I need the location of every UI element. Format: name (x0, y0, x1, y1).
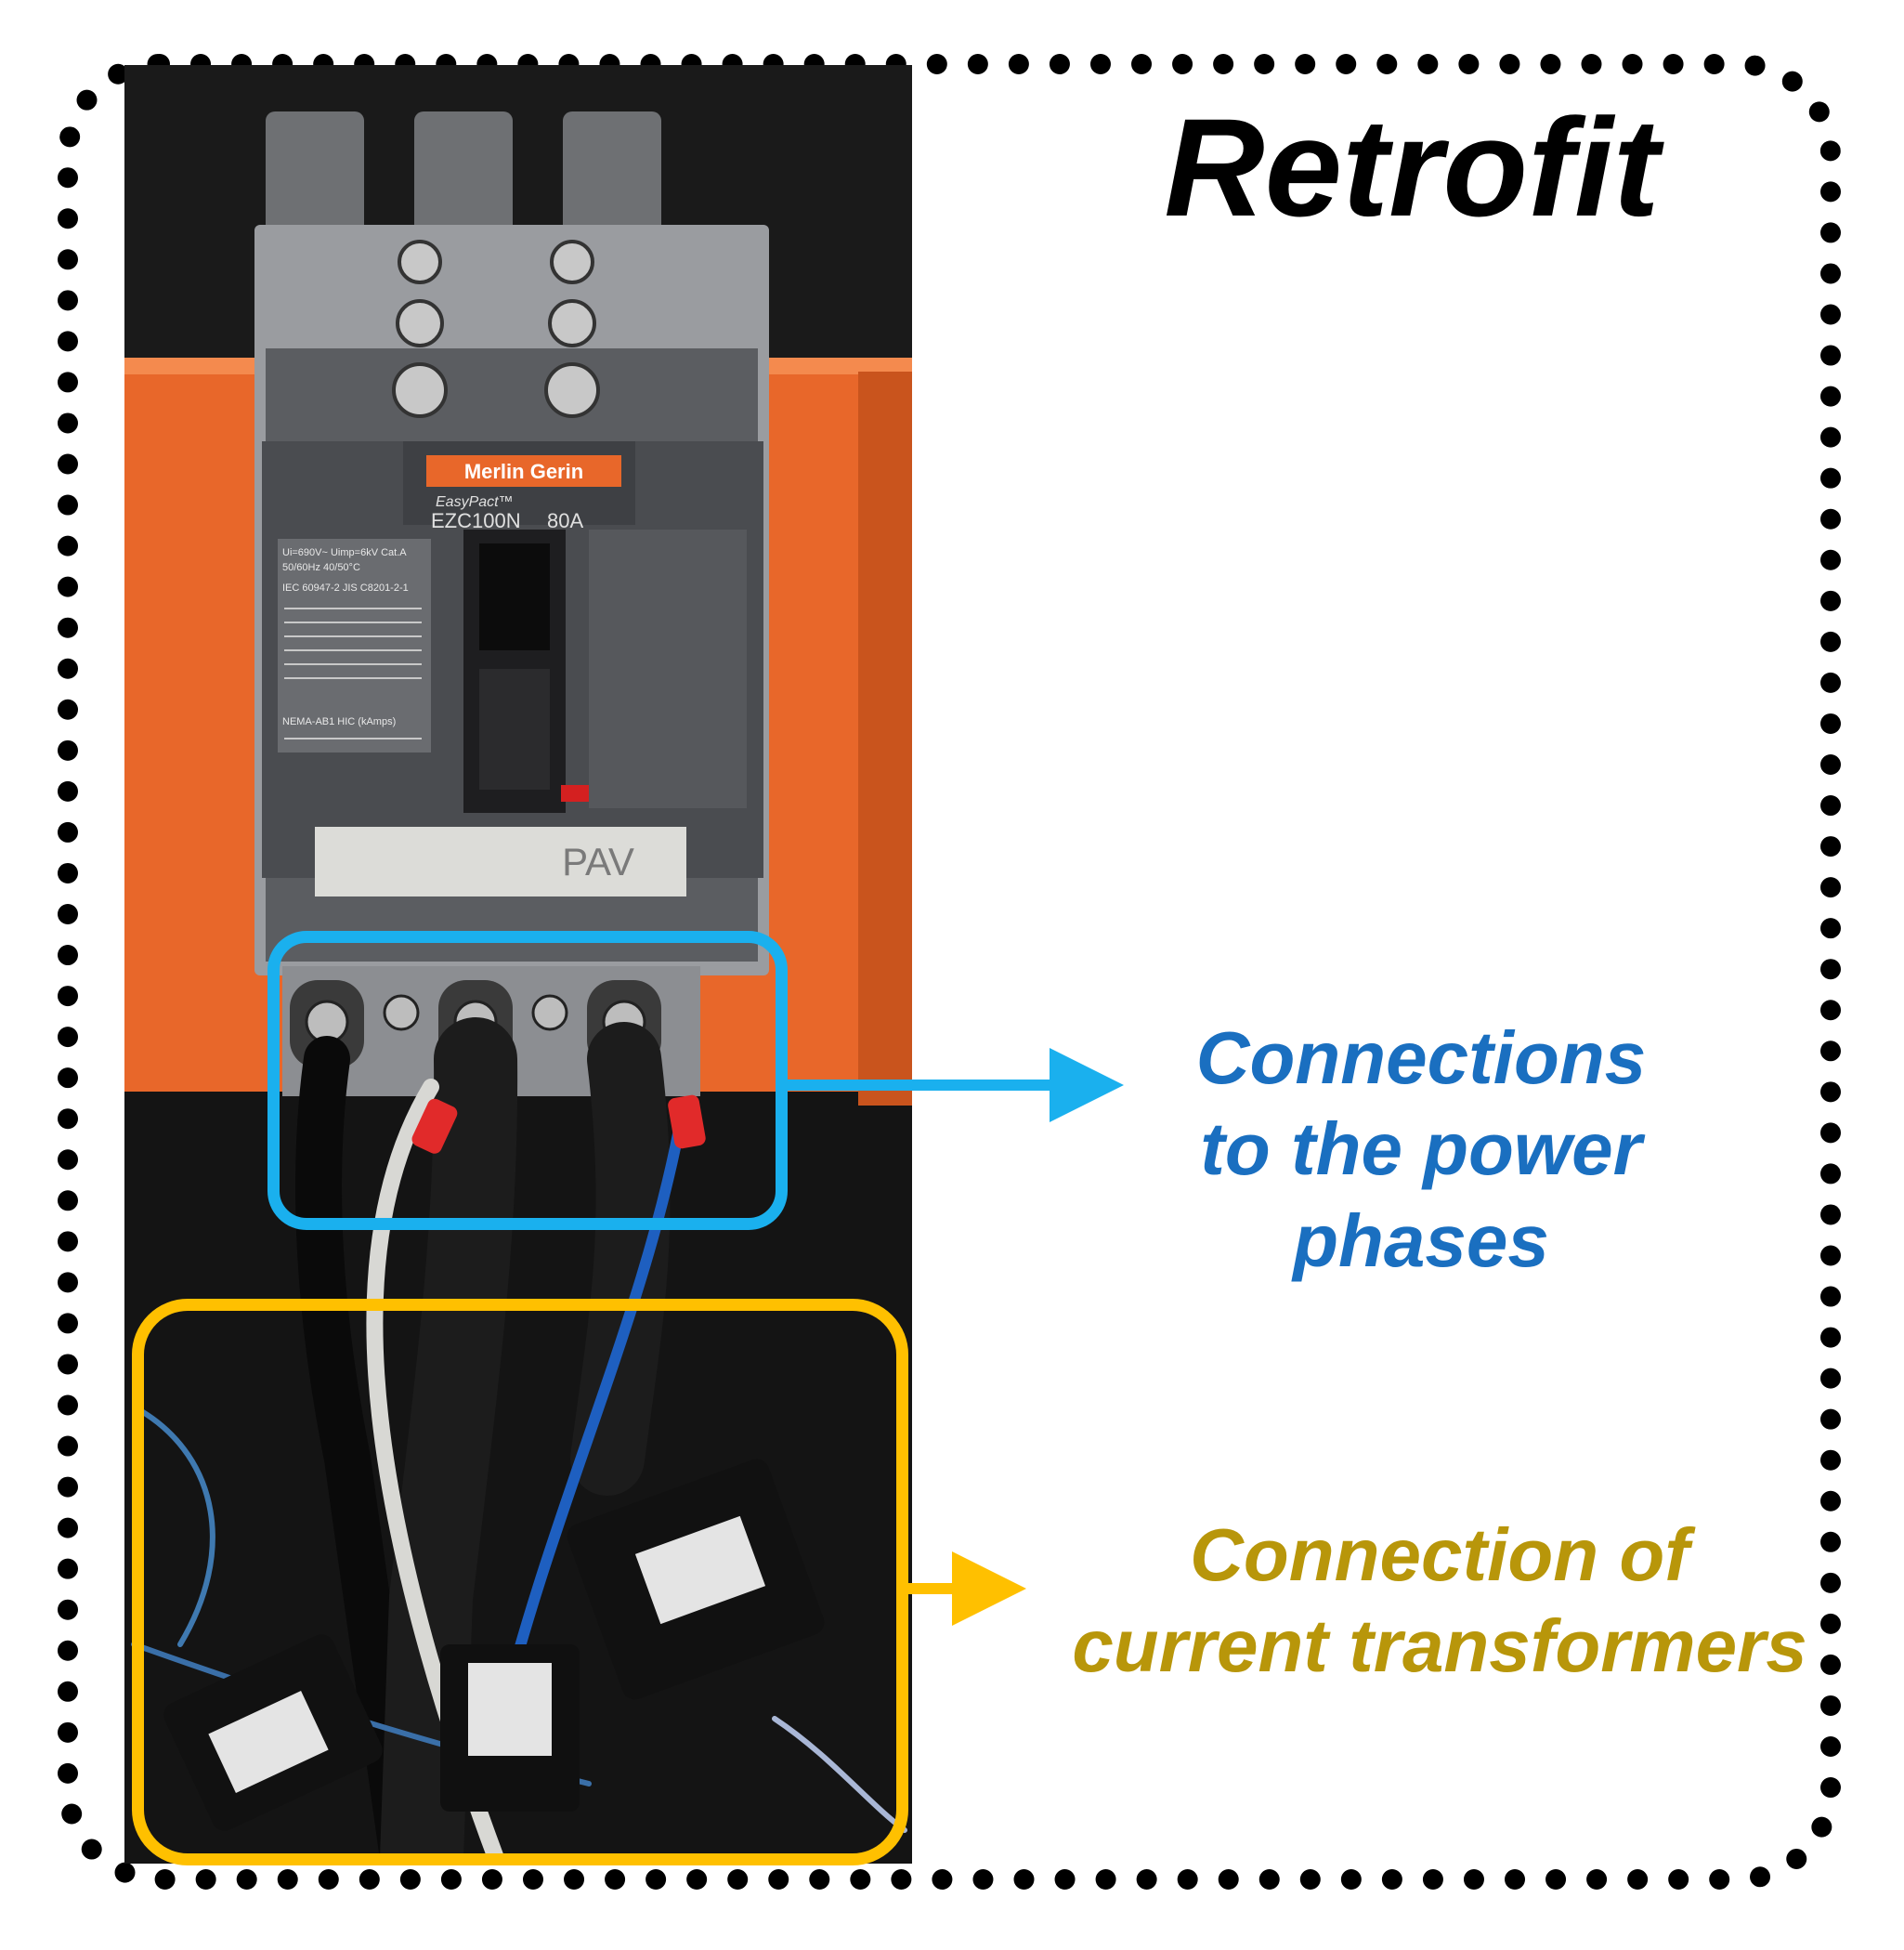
tag-text: PAV (562, 840, 634, 883)
brand-plate (426, 455, 621, 487)
phases-label-line: to the power (1200, 1107, 1642, 1191)
spec-line: 50/60Hz 40/50°C (282, 562, 360, 573)
series-text: EasyPact™ (436, 494, 514, 510)
rating-text: 80A (547, 509, 583, 532)
transformers-label-line: Connection of (1190, 1513, 1689, 1596)
phases-highlight-box (267, 931, 788, 1230)
phases-label-line: Connections (1195, 1016, 1647, 1099)
spec-line: NEMA-AB1 HIC (kAmps) (282, 716, 396, 727)
model-text: EZC100N (431, 509, 521, 532)
gold-arrow (908, 1551, 1026, 1626)
transformers-highlight-box (132, 1299, 908, 1865)
phases-label: Connections to the power phases (1096, 1013, 1746, 1287)
phases-label-line: phases (1293, 1198, 1549, 1282)
transformers-label: Connection of current transformers (1012, 1510, 1867, 1693)
spec-line: Ui=690V~ Uimp=6kV Cat.A (282, 547, 407, 558)
transformers-label-line: current transformers (1072, 1604, 1807, 1688)
breaker-photo: Merlin Gerin EasyPact™ EZC100N 80A Ui=69… (124, 65, 912, 1864)
page-title: Retrofit (1164, 89, 1660, 245)
current-transformers (163, 1459, 825, 1831)
blue-arrow (788, 1048, 1124, 1122)
tag-label (315, 827, 686, 896)
brand-text: Merlin Gerin (464, 460, 583, 483)
spec-line: IEC 60947-2 JIS C8201-2-1 (282, 582, 409, 594)
